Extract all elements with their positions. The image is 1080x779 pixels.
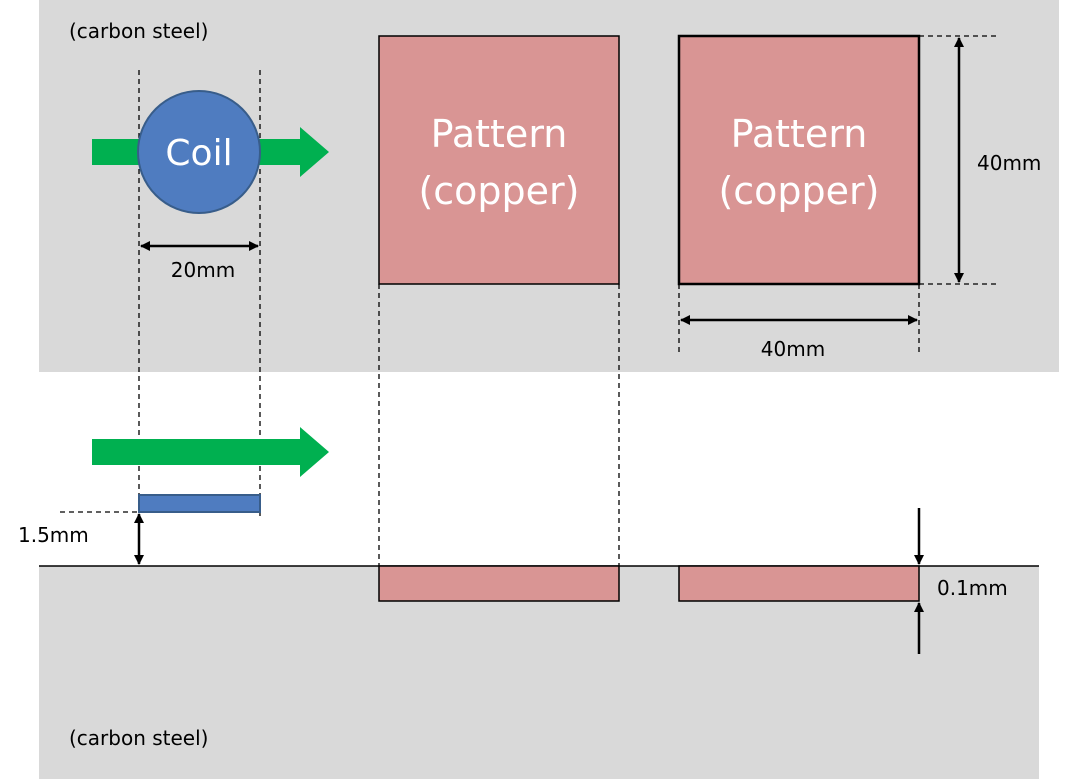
coil-label: Coil — [165, 133, 232, 174]
pattern1-label-line2: (copper) — [418, 169, 579, 213]
pattern-width-label: 40mm — [761, 337, 825, 361]
thickness-label: 0.1mm — [937, 576, 1008, 600]
coil-top-view — [137, 90, 261, 214]
pattern2-label-line2: (copper) — [718, 169, 879, 213]
pattern1-top-view — [378, 35, 620, 285]
scan-direction-arrow-side — [92, 427, 329, 477]
coil-side-view — [138, 494, 261, 513]
coil-diameter-label: 20mm — [171, 258, 235, 282]
bottom-material-label: (carbon steel) — [69, 726, 208, 750]
pattern1-side-view — [378, 565, 620, 602]
pattern2-top-view — [677, 34, 921, 286]
pattern-height-label: 40mm — [977, 151, 1041, 175]
pattern2-side-view — [678, 565, 920, 602]
liftoff-label: 1.5mm — [18, 523, 89, 547]
pattern2-label-line1: Pattern — [731, 112, 868, 156]
top-material-label: (carbon steel) — [69, 19, 208, 43]
pattern1-label-line1: Pattern — [431, 112, 568, 156]
